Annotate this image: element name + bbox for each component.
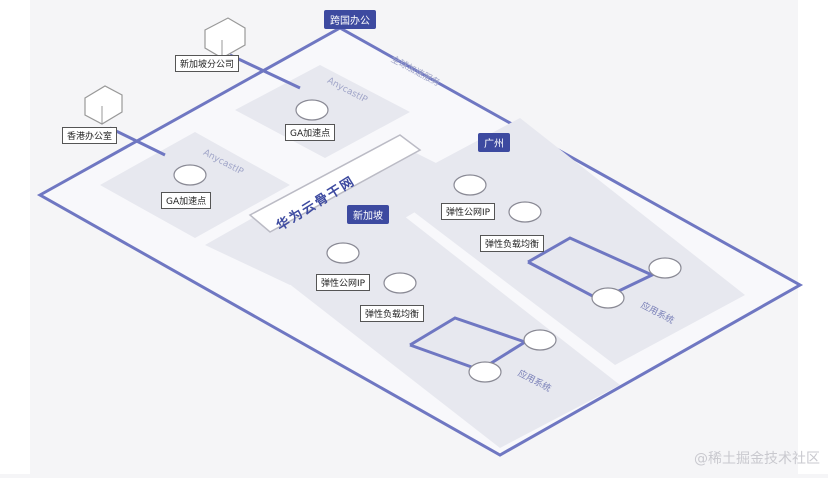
label-hongkong-office: 香港办公室 <box>62 127 118 144</box>
gz-app-link <box>527 236 656 302</box>
tag-cross-office: 跨国办公 <box>324 10 376 29</box>
ga-node-top-icon <box>295 99 329 121</box>
watermark: @稀土掘金技术社区 <box>694 451 820 467</box>
label-ga-left: GA加速点 <box>161 192 212 209</box>
sg-app-node-a-icon <box>523 329 557 351</box>
gz-app-node-a-icon <box>648 257 682 279</box>
label-gz-eip: 弹性公网IP <box>441 203 496 220</box>
sg-app-node-b-icon <box>468 361 502 383</box>
zone-backbone <box>205 140 470 285</box>
hongkong-building-icon <box>84 85 123 125</box>
gz-app-node-b-icon <box>591 287 625 309</box>
sg-elb-icon <box>383 272 417 294</box>
singapore-building-icon <box>204 17 246 59</box>
label-ga-top: GA加速点 <box>285 124 336 141</box>
ga-node-left-icon <box>173 164 207 186</box>
tag-guangzhou: 广州 <box>478 133 510 152</box>
backbone-slab <box>248 134 422 233</box>
label-singapore-branch: 新加坡分公司 <box>175 55 240 72</box>
sg-eip-icon <box>326 242 360 264</box>
gz-eip-icon <box>453 174 487 196</box>
label-sg-elb: 弹性负载均衡 <box>360 305 425 322</box>
label-sg-eip: 弹性公网IP <box>316 274 371 291</box>
label-gz-elb: 弹性负载均衡 <box>480 235 545 252</box>
tag-singapore: 新加坡 <box>347 205 389 224</box>
gz-elb-icon <box>508 201 542 223</box>
